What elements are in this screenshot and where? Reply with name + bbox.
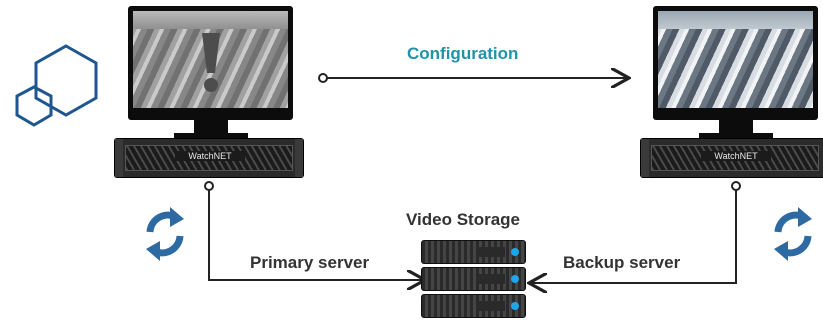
sync-arrows-icon bbox=[774, 207, 812, 261]
primary-server-chassis: WatchNET bbox=[114, 138, 304, 178]
hexagon-logo-icon bbox=[15, 44, 98, 127]
backup-monitor-stand bbox=[719, 120, 753, 134]
sync-arrows-icon bbox=[146, 207, 184, 261]
primary-monitor-base bbox=[174, 133, 248, 139]
storage-unit bbox=[421, 240, 526, 264]
backup-server-label: Backup server bbox=[563, 253, 681, 272]
primary-server-label: Primary server bbox=[250, 253, 370, 272]
backup-camera-feed bbox=[658, 11, 813, 108]
storage-unit bbox=[421, 267, 526, 291]
configuration-label: Configuration bbox=[407, 44, 519, 63]
primary-storage-line bbox=[208, 190, 423, 280]
storage-unit bbox=[421, 294, 526, 318]
primary-monitor bbox=[128, 6, 293, 120]
primary-monitor-stand bbox=[194, 120, 228, 134]
storage-rack-icon bbox=[421, 240, 526, 318]
video-storage-label: Video Storage bbox=[406, 210, 520, 229]
backup-server-chassis: WatchNET bbox=[640, 138, 823, 178]
backup-link-dot bbox=[731, 181, 741, 191]
backup-storage-line bbox=[531, 190, 737, 283]
primary-server-brand: WatchNET bbox=[175, 151, 245, 161]
primary-camera-feed bbox=[133, 11, 288, 108]
backup-server-brand: WatchNET bbox=[701, 151, 771, 161]
config-arrow-start-dot bbox=[318, 73, 328, 83]
exclamation-alert-icon bbox=[202, 33, 220, 92]
backup-monitor-base bbox=[699, 133, 773, 139]
backup-monitor bbox=[653, 6, 818, 120]
primary-link-dot bbox=[204, 181, 214, 191]
